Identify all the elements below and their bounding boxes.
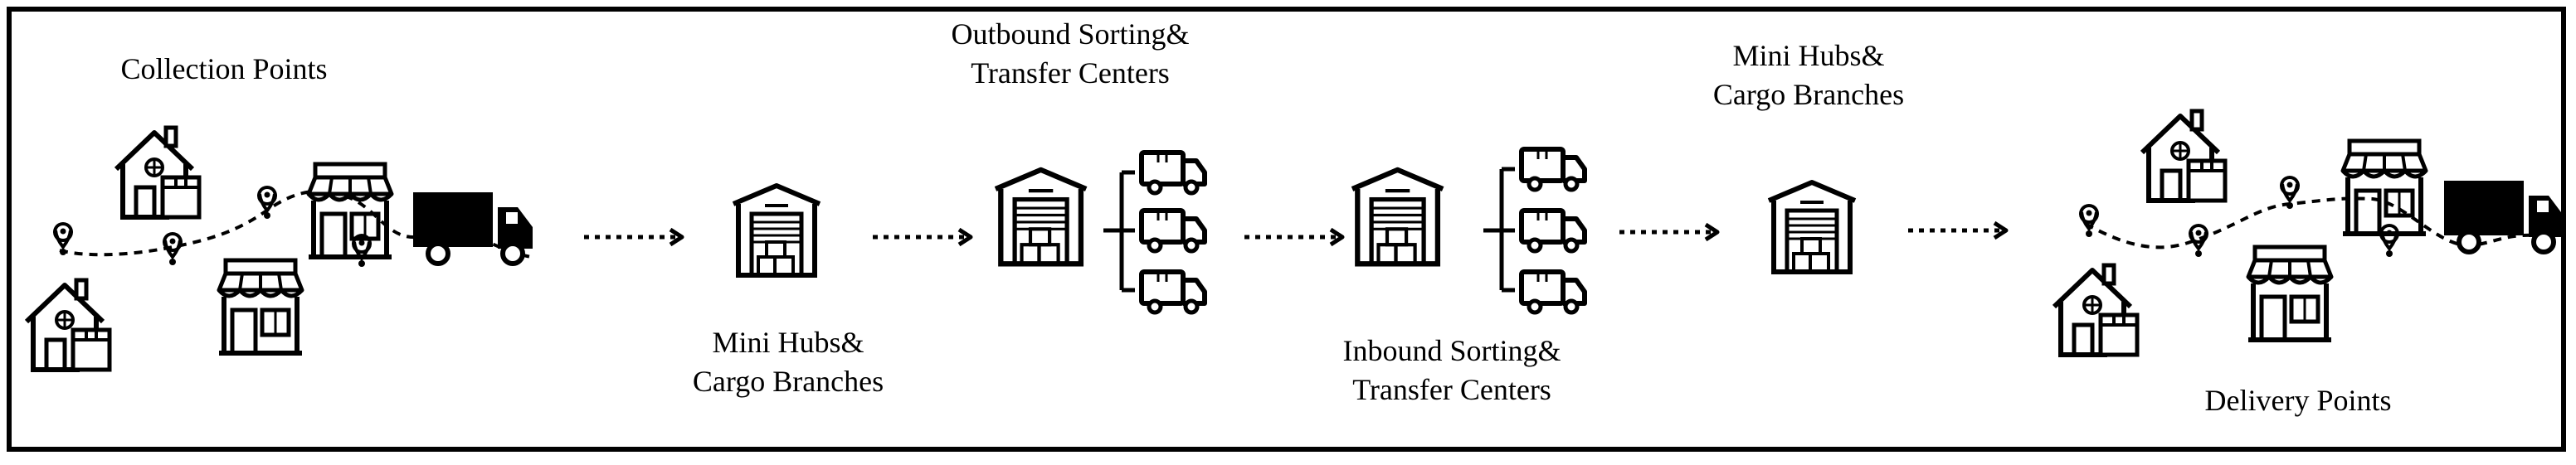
stage-label-line: Cargo Branches <box>692 365 884 398</box>
store-icon <box>219 260 302 353</box>
stage-label-line: Outbound Sorting& <box>951 17 1190 51</box>
delivery-van-icon <box>1142 153 1205 193</box>
warehouse-icon <box>733 186 820 275</box>
stage-label-delivery-points: Delivery Points <box>2174 381 2423 420</box>
stage-label-line: Transfer Centers <box>1352 373 1551 406</box>
stage-label-line: Mini Hubs& <box>712 326 864 359</box>
stage-label-line: Delivery Points <box>2204 384 2392 417</box>
map-pin-icon <box>163 232 183 267</box>
dotted-arrow-icon <box>1244 230 1342 245</box>
warehouse-icon <box>996 170 1086 264</box>
house-icon <box>2054 265 2137 355</box>
inbound-sorting-center-group <box>1352 149 1585 312</box>
delivery-van-icon <box>1522 211 1585 251</box>
store-icon <box>309 164 392 257</box>
stage-label-inbound-sorting: Inbound Sorting& Transfer Centers <box>1311 332 1593 409</box>
house-icon <box>27 280 110 370</box>
stage-label-line: Inbound Sorting& <box>1342 334 1561 367</box>
stage-label-outbound-sorting: Outbound Sorting& Transfer Centers <box>929 15 1211 93</box>
warehouse-icon <box>1352 170 1443 264</box>
delivery-van-icon <box>1142 211 1205 251</box>
map-pin-icon <box>352 234 373 269</box>
map-pin-icon <box>2079 204 2100 239</box>
dotted-arrow-icon <box>584 230 682 245</box>
stage-label-line: Collection Points <box>120 52 328 85</box>
stage-label-mini-hubs-inbound: Mini Hubs& Cargo Branches <box>1684 36 1933 114</box>
outbound-sorting-center-group <box>996 153 1205 312</box>
stage-label-collection-points: Collection Points <box>100 50 348 89</box>
map-pin-icon <box>53 222 74 257</box>
dotted-arrow-icon <box>873 230 971 245</box>
warehouse-icon <box>1769 182 1855 272</box>
delivery-van-icon <box>1522 272 1585 312</box>
dotted-arrow-icon <box>1619 225 1717 240</box>
stage-label-line: Mini Hubs& <box>1732 39 1885 72</box>
stage-label-line: Cargo Branches <box>1712 78 1905 111</box>
truck-icon <box>2444 181 2564 252</box>
store-icon <box>2248 247 2331 340</box>
stage-label-mini-hubs-outbound: Mini Hubs& Cargo Branches <box>664 323 913 401</box>
delivery-van-icon <box>1142 272 1205 312</box>
delivery-route-line <box>2085 196 2539 249</box>
delivery-van-icon <box>1522 149 1585 190</box>
stage-label-line: Transfer Centers <box>971 56 1170 90</box>
map-pin-icon <box>2189 224 2209 259</box>
house-icon <box>2142 111 2225 201</box>
truck-icon <box>413 192 533 264</box>
house-icon <box>116 128 199 217</box>
map-pin-icon <box>2379 224 2400 259</box>
dotted-arrow-icon <box>1908 223 2006 238</box>
